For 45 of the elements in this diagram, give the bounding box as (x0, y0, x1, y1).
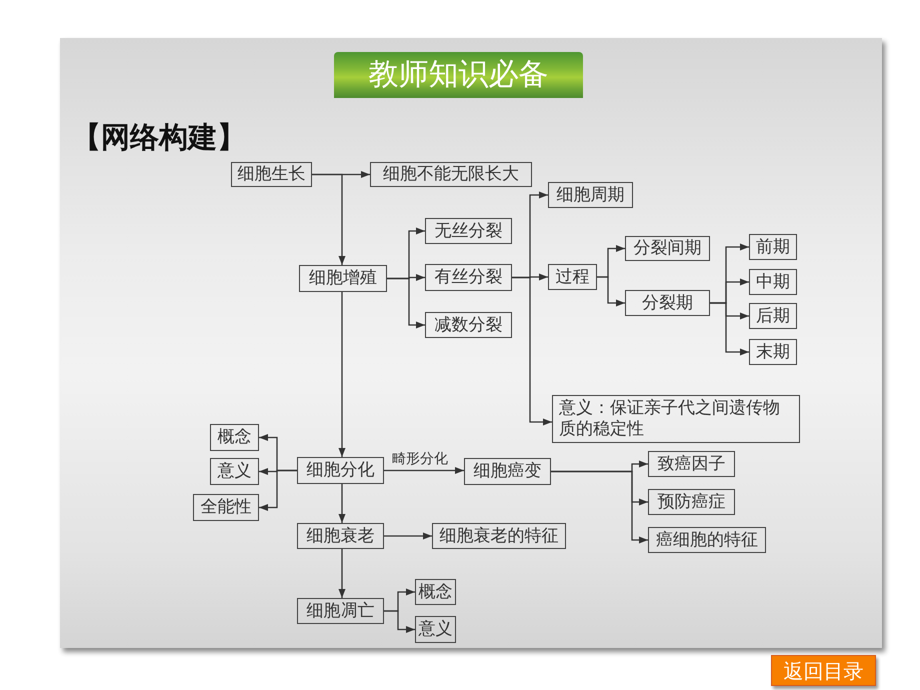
concept-box: 分裂间期 (625, 236, 710, 261)
concept-box: 细胞生长 (231, 162, 312, 187)
arrow (384, 532, 432, 540)
concept-box: 意义：保证亲子代之间遗传物质的稳定性 (552, 395, 800, 443)
back-button: 返回目录 (771, 655, 876, 686)
arrow (338, 484, 346, 523)
concept-box: 细胞周期 (548, 182, 633, 208)
concept-box: 有丝分裂 (425, 264, 512, 291)
concept-box: 细胞衰老 (297, 523, 384, 549)
arrow (551, 470, 648, 544)
concept-box: 预防癌症 (648, 489, 735, 515)
concept-box: 无丝分裂 (425, 218, 512, 244)
arrow (259, 470, 297, 511)
concept-box: 全能性 (193, 494, 259, 521)
concept-box: 细胞癌变 (464, 458, 551, 485)
concept-box: 意义 (415, 616, 456, 643)
concept-box: 概念 (415, 579, 456, 605)
section-heading: 【网络构建】 (72, 119, 246, 156)
edge-label: 畸形分化 (392, 451, 448, 467)
concept-box: 细胞凋亡 (297, 598, 384, 624)
arrow (312, 174, 346, 265)
concept-box: 细胞不能无限长大 (370, 162, 532, 187)
arrow (387, 278, 425, 328)
concept-box: 过程 (548, 264, 597, 290)
arrow (338, 549, 346, 598)
arrow (710, 302, 749, 356)
arrow (338, 292, 346, 457)
concept-box: 前期 (749, 234, 797, 260)
title-banner: 教师知识必备 (334, 52, 583, 98)
concept-box: 后期 (749, 303, 797, 329)
concept-box: 概念 (210, 424, 259, 451)
arrow (597, 276, 625, 306)
concept-box: 减数分裂 (425, 312, 512, 338)
arrow (512, 276, 552, 426)
concept-box: 中期 (749, 269, 797, 295)
concept-box: 癌细胞的特征 (648, 527, 766, 553)
concept-box: 细胞增殖 (299, 265, 387, 292)
concept-box: 细胞衰老的特征 (432, 523, 566, 549)
concept-box: 末期 (749, 339, 797, 365)
arrow (384, 467, 464, 474)
concept-box: 致癌因子 (648, 451, 735, 477)
concept-box: 细胞分化 (297, 457, 384, 484)
concept-box: 分裂期 (625, 290, 710, 316)
arrow (384, 610, 415, 633)
concept-box: 意义 (210, 458, 259, 485)
